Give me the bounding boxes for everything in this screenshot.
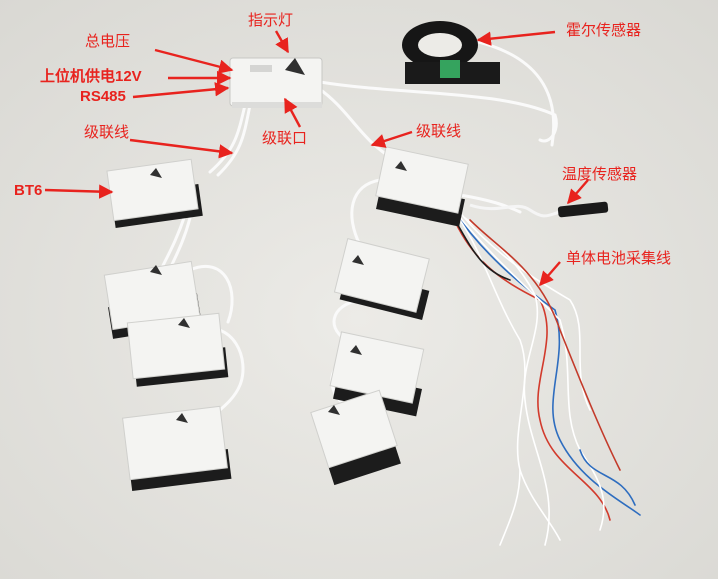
- main-controller: [229, 57, 323, 108]
- label-hall-sensor: 霍尔传感器: [566, 21, 642, 39]
- module-right-2: [333, 238, 430, 320]
- label-cascade-line-right: 级联线: [416, 122, 462, 140]
- label-total-voltage: 总电压: [85, 32, 131, 50]
- label-cascade-line-left: 级联线: [84, 123, 130, 141]
- label-rs485: RS485: [80, 88, 126, 105]
- module-right-main: [375, 146, 469, 227]
- hall-sensor: [402, 21, 500, 84]
- cell-collection-wires: [447, 204, 641, 546]
- label-host-power: 上位机供电12V: [40, 68, 142, 85]
- label-bt6: BT6: [14, 182, 43, 199]
- temperature-probe: [469, 201, 609, 218]
- annotation-arrows: [44, 30, 589, 287]
- module-left-4: [122, 405, 232, 491]
- label-indicator-light: 指示灯: [248, 11, 294, 29]
- module-left-3: [126, 312, 229, 387]
- module-right-4: [310, 389, 401, 486]
- label-cell-collection-line: 单体电池采集线: [566, 249, 672, 267]
- module-left-1: [106, 158, 203, 228]
- label-temperature-sensor: 温度传感器: [562, 165, 638, 183]
- label-cascade-port: 级联口: [262, 129, 308, 147]
